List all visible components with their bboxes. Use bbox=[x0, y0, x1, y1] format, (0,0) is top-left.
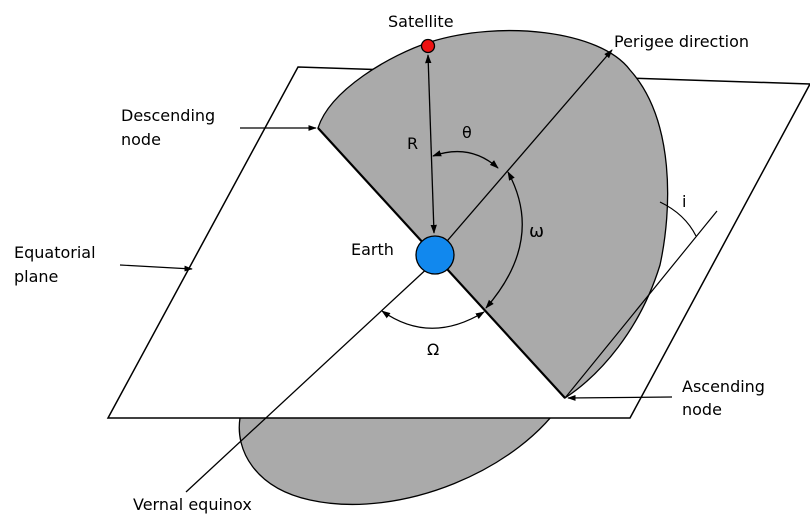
ascending-node-pointer bbox=[567, 394, 673, 401]
equatorial-plane-pointer bbox=[119, 264, 193, 272]
satellite-label: Satellite bbox=[388, 12, 454, 31]
inclination-arc bbox=[659, 201, 697, 237]
theta-label: θ bbox=[462, 123, 472, 142]
ascending-node-label-line2: node bbox=[682, 400, 722, 419]
equatorial-plane-label: Equatorial bbox=[14, 243, 96, 262]
radius-vector bbox=[425, 54, 437, 234]
theta-arc bbox=[432, 150, 499, 169]
earth-label: Earth bbox=[351, 240, 394, 259]
perigee-direction-label: Perigee direction bbox=[614, 32, 749, 51]
raan-label: Ω bbox=[427, 340, 439, 359]
satellite-icon bbox=[420, 38, 436, 54]
inclination-label: i bbox=[682, 192, 686, 211]
raan-arc bbox=[381, 310, 485, 329]
omega-arc bbox=[485, 171, 523, 309]
inclination-reference-line bbox=[564, 210, 718, 399]
radius-label: R bbox=[407, 134, 418, 153]
descending-node-label: Descending bbox=[121, 106, 215, 125]
vernal-equinox-line bbox=[185, 263, 433, 493]
perigee-line bbox=[434, 49, 613, 256]
ascending-node-label: Ascending bbox=[682, 377, 765, 396]
vernal-equinox-label: Vernal equinox bbox=[133, 495, 252, 514]
equatorial-plane-label-line2: plane bbox=[14, 267, 58, 286]
argument-of-perigee-label: ω bbox=[529, 221, 544, 242]
earth-icon bbox=[415, 235, 455, 275]
orbit-lower-half bbox=[238, 397, 567, 506]
descending-node-label-line2: node bbox=[121, 130, 161, 149]
